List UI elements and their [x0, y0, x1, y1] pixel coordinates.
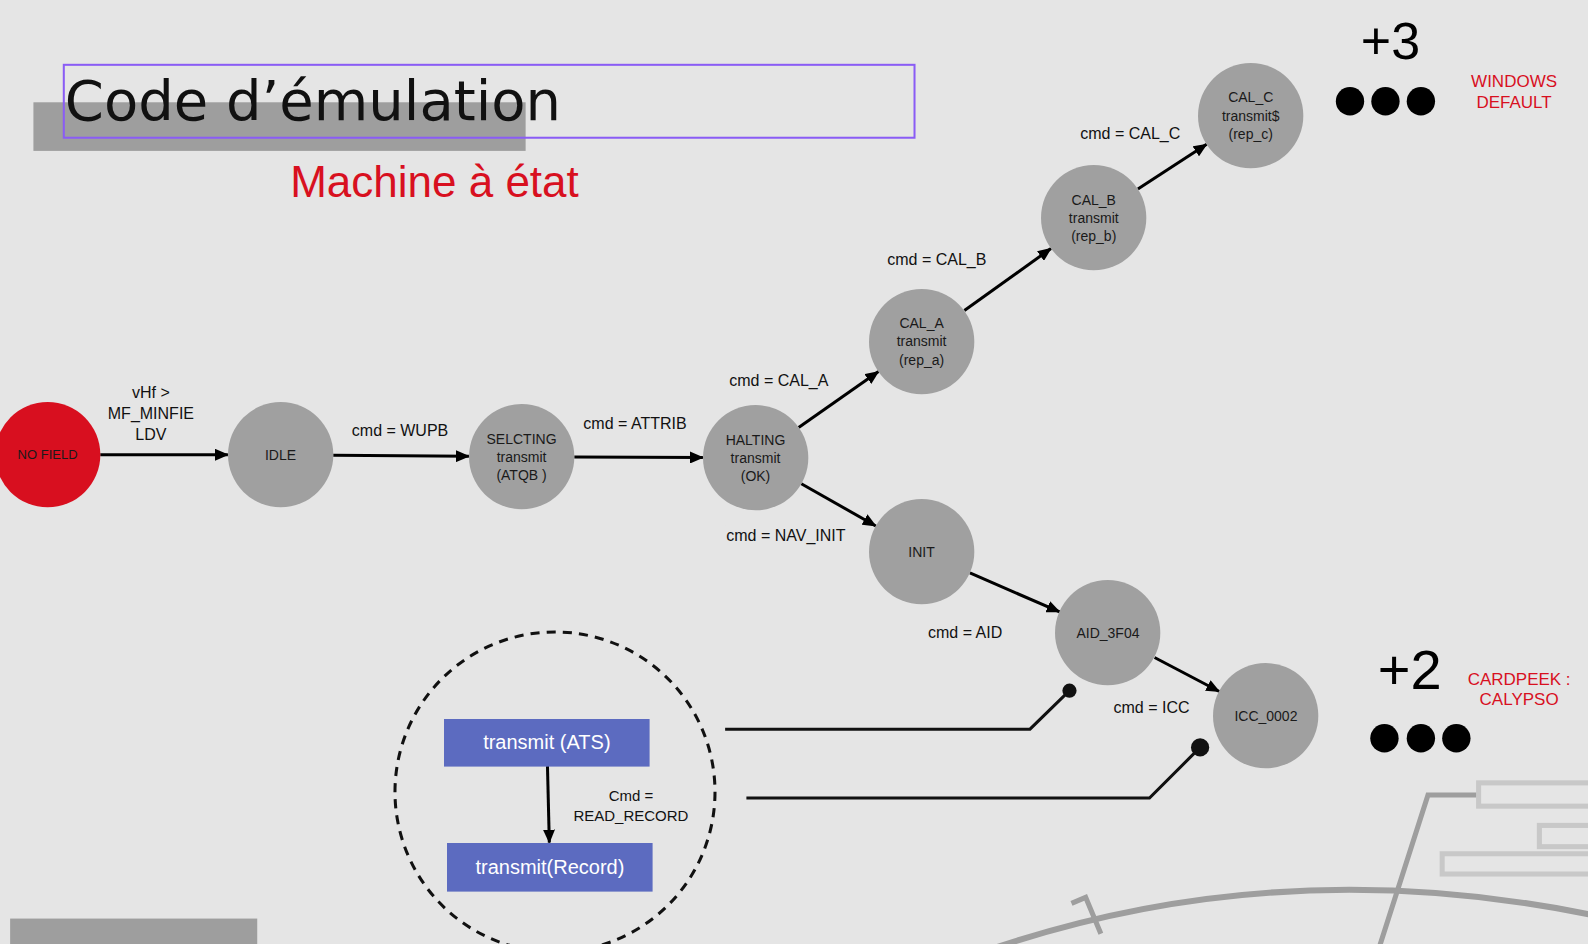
state-circle: INIT	[869, 499, 974, 604]
callout-number: +3	[1361, 9, 1420, 71]
title: Code d’émulation	[65, 69, 561, 133]
process-rect	[444, 719, 650, 767]
deco-rect	[1442, 854, 1588, 874]
node-text: CAL_C transmit$ (rep_c)	[1213, 88, 1289, 143]
state-disc	[1041, 165, 1146, 270]
callout-number: +2	[1378, 637, 1442, 704]
node-label: ICC_0002	[1234, 707, 1297, 725]
state-disc	[1198, 63, 1303, 168]
node-text: transmit(Record)	[475, 854, 624, 880]
note: CARDPEEK : CALYPSO	[1463, 669, 1575, 710]
dot	[1370, 724, 1398, 752]
state-circle: AID_3F04	[1055, 580, 1160, 685]
edge-label: cmd = CAL_A	[728, 370, 829, 391]
node-label: CAL_B transmit (rep_b)	[1056, 190, 1132, 245]
deco-bracket	[1071, 897, 1100, 933]
edge-label: cmd = CAL_C	[1079, 123, 1181, 144]
deco-arc	[998, 890, 1588, 944]
transition-arrow	[801, 484, 875, 526]
transition-arrow	[574, 455, 703, 459]
leader-dot	[1062, 684, 1076, 698]
node-label: transmit(Record)	[475, 854, 624, 880]
edge-label: cmd = AID	[927, 623, 1003, 644]
process-box: transmit(Record)	[447, 843, 653, 892]
node-text: ICC_0002	[1234, 707, 1297, 725]
node-label: NO FIELD	[18, 446, 78, 463]
deco-rect	[1479, 783, 1588, 806]
node-label: IDLE	[265, 446, 296, 464]
node-label: AID_3F04	[1076, 624, 1139, 642]
state-circle: NO FIELD	[0, 402, 100, 507]
deco-rect	[1539, 825, 1588, 846]
state-disc	[1055, 580, 1160, 685]
node-label: SELCTING transmit (ATQB )	[484, 429, 560, 484]
state-circle: CAL_A transmit (rep_a)	[869, 289, 974, 394]
process-rect	[447, 843, 653, 892]
state-disc	[1213, 663, 1318, 768]
state-disc	[228, 402, 333, 507]
dot	[1371, 87, 1399, 115]
node-text: CAL_A transmit (rep_a)	[884, 314, 960, 369]
transition-arrow	[1138, 144, 1207, 189]
edge-label: cmd = ICC	[1112, 698, 1190, 719]
state-circle: CAL_B transmit (rep_b)	[1041, 165, 1146, 270]
edge-label: cmd = NAV_INIT	[725, 525, 846, 546]
node-label: CAL_A transmit (rep_a)	[884, 314, 960, 369]
subtitle: Machine à état	[290, 156, 579, 209]
edge-label: cmd = ATTRIB	[582, 414, 687, 435]
node-text: NO FIELD	[18, 446, 78, 463]
node-text: IDLE	[265, 446, 296, 464]
node-text: CAL_B transmit (rep_b)	[1056, 190, 1132, 245]
node-text: HALTING transmit (OK)	[718, 430, 794, 485]
state-disc	[703, 405, 808, 510]
state-circle: CAL_C transmit$ (rep_c)	[1198, 63, 1303, 168]
title-frame	[64, 65, 915, 138]
state-circle: HALTING transmit (OK)	[703, 405, 808, 510]
transition-arrow	[1155, 657, 1220, 691]
node-text: INIT	[908, 543, 934, 561]
transition-arrow	[333, 455, 469, 456]
node-text: SELCTING transmit (ATQB )	[484, 429, 560, 484]
transition-arrow	[547, 766, 549, 842]
edge-label: vHf > MF_MINFIE LDV	[100, 383, 202, 445]
state-circle: IDLE	[228, 402, 333, 507]
edge-label: cmd = CAL_B	[886, 250, 987, 271]
state-disc	[0, 402, 100, 507]
dot	[1407, 87, 1435, 115]
node-label: INIT	[908, 543, 934, 561]
leader-dot	[1191, 738, 1209, 756]
transition-arrow	[100, 453, 228, 456]
node-text: transmit (ATS)	[483, 729, 610, 755]
note: WINDOWS DEFAULT	[1464, 72, 1564, 113]
leader-line	[746, 747, 1200, 798]
edge-label: Cmd = READ_RECORD	[567, 786, 694, 825]
state-circle: ICC_0002	[1213, 663, 1318, 768]
leader-line	[725, 691, 1069, 729]
node-label: HALTING transmit (OK)	[718, 430, 794, 485]
dot	[1407, 724, 1435, 752]
node-label: CAL_C transmit$ (rep_c)	[1213, 88, 1289, 143]
edge-label: cmd = WUPB	[351, 421, 449, 442]
footer-bar	[10, 919, 257, 944]
state-disc	[869, 499, 974, 604]
process-box: transmit (ATS)	[444, 719, 650, 767]
node-text: AID_3F04	[1076, 624, 1139, 642]
transition-arrow	[970, 573, 1060, 612]
deco-line	[1379, 795, 1476, 944]
dashed-group-circle	[395, 632, 715, 944]
dot	[1336, 87, 1364, 115]
node-label: transmit (ATS)	[483, 729, 610, 755]
state-disc	[869, 289, 974, 394]
state-circle: SELCTING transmit (ATQB )	[469, 404, 574, 509]
dot	[1442, 724, 1470, 752]
state-disc	[469, 404, 574, 509]
